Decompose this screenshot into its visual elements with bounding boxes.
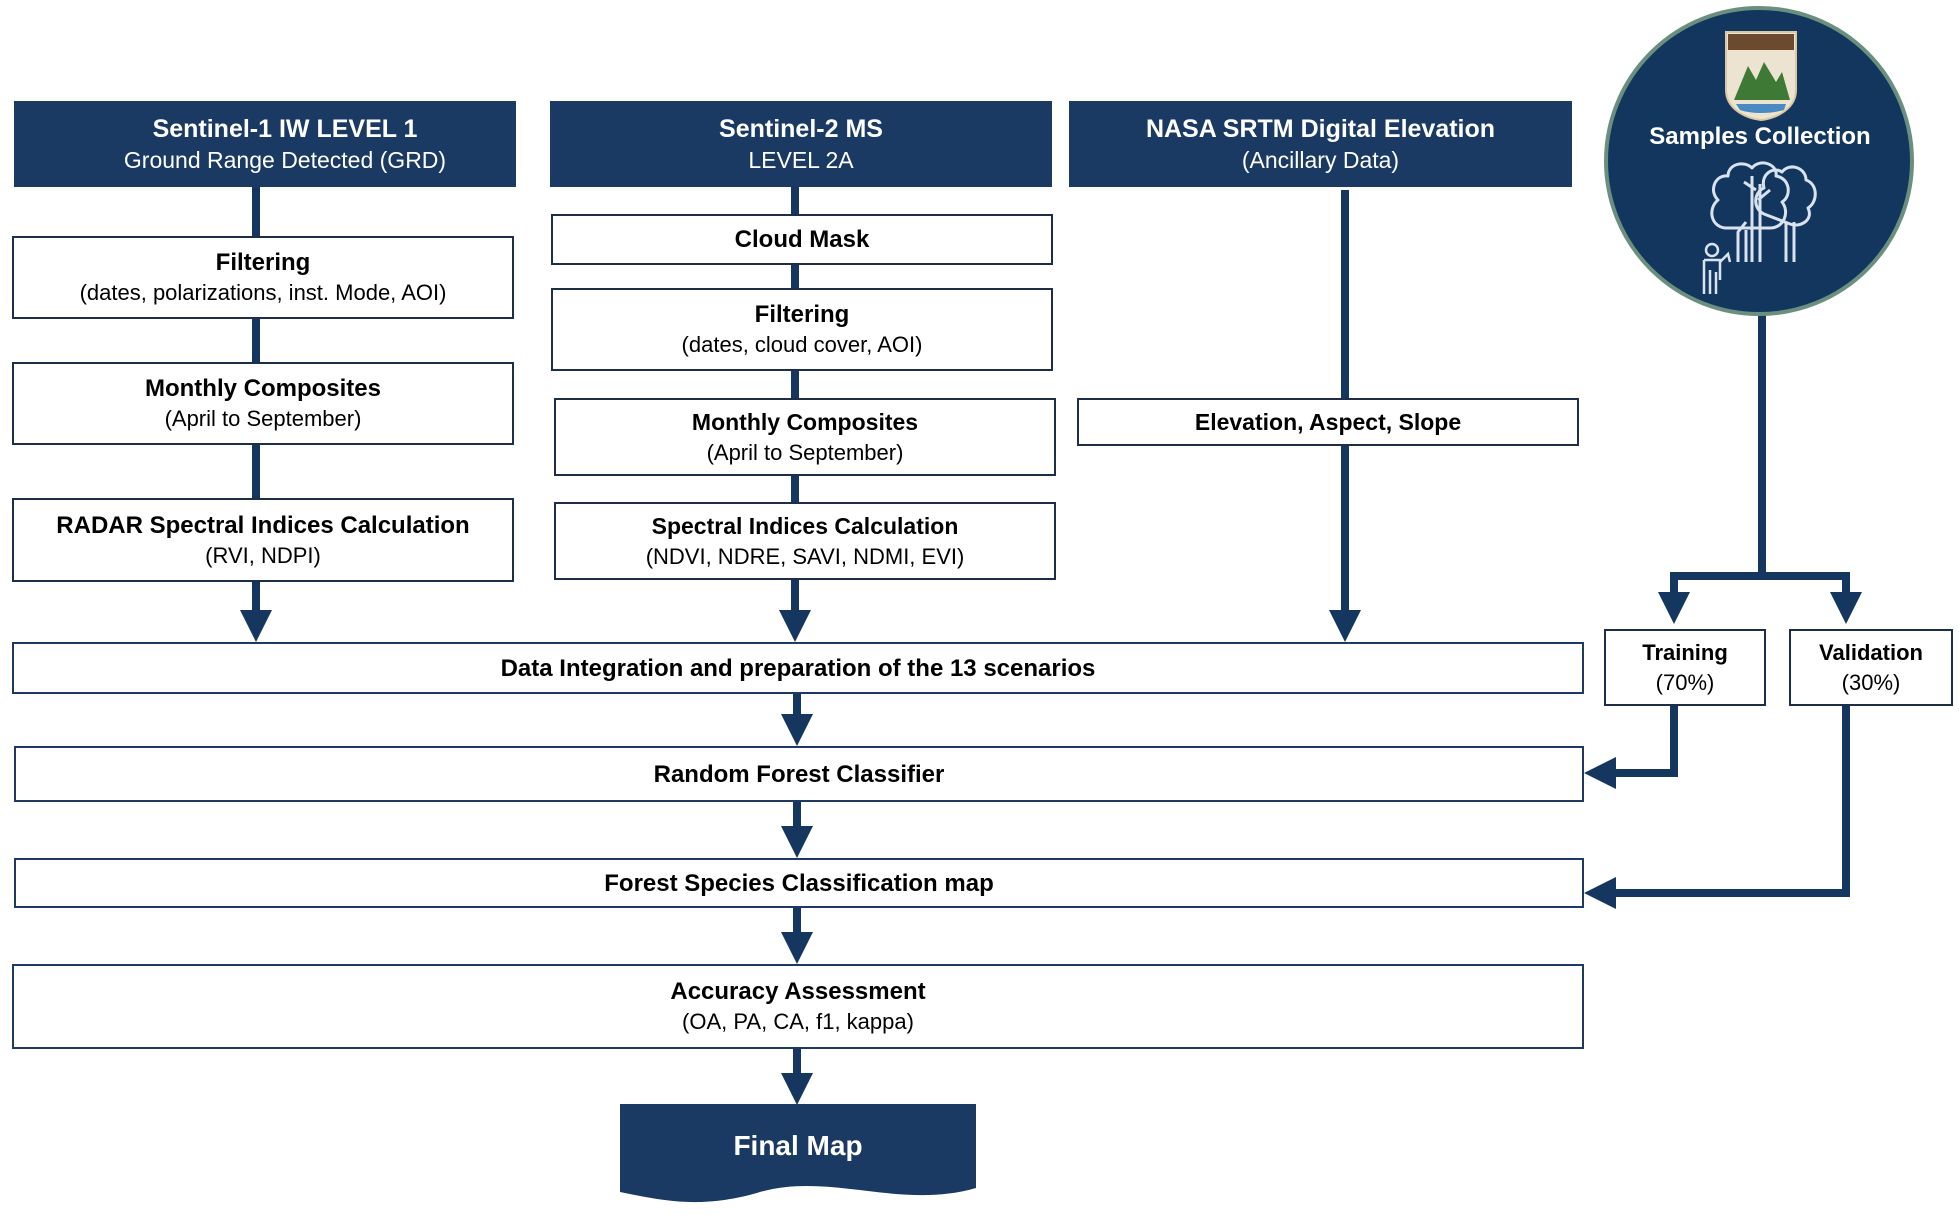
s2-step-composites-title: Monthly Composites bbox=[691, 408, 919, 435]
split-validation-title: Validation bbox=[1819, 640, 1923, 665]
source-sentinel2-subtitle: LEVEL 2A bbox=[748, 146, 854, 173]
trees-icon bbox=[1710, 161, 1817, 262]
arrow-training-classifier bbox=[1584, 706, 1678, 789]
split-validation: Validation (30%) bbox=[1789, 629, 1953, 706]
person-icon bbox=[1702, 242, 1732, 294]
step-accuracy-assessment-detail: (OA, PA, CA, f1, kappa) bbox=[682, 1009, 914, 1034]
s2-step-composites: Monthly Composites (April to September) bbox=[554, 398, 1056, 476]
final-map-shape bbox=[620, 1104, 976, 1203]
step-data-integration-title: Data Integration and preparation of the … bbox=[500, 654, 1096, 682]
s1-step-filtering: Filtering (dates, polarizations, inst. M… bbox=[12, 236, 514, 319]
s2-step-composites-detail: (April to September) bbox=[706, 439, 904, 465]
step-classification-map: Forest Species Classification map bbox=[14, 858, 1584, 908]
split-training-detail: (70%) bbox=[1655, 670, 1715, 695]
samples-collection-label: Samples Collection bbox=[1640, 118, 1880, 154]
department-logo-icon bbox=[1725, 31, 1797, 122]
srtm-step-terrain: Elevation, Aspect, Slope bbox=[1077, 398, 1579, 446]
s1-step-indices-title: RADAR Spectral Indices Calculation bbox=[56, 511, 470, 539]
s2-step-indices: Spectral Indices Calculation (NDVI, NDRE… bbox=[554, 502, 1056, 580]
split-training-title: Training bbox=[1642, 640, 1728, 665]
step-accuracy-assessment: Accuracy Assessment (OA, PA, CA, f1, kap… bbox=[12, 964, 1584, 1049]
source-sentinel2: Sentinel-2 MS LEVEL 2A bbox=[550, 101, 1052, 187]
s1-step-indices-detail: (RVI, NDPI) bbox=[205, 542, 321, 568]
s2-step-indices-title: Spectral Indices Calculation bbox=[651, 512, 959, 539]
source-sentinel2-title: Sentinel-2 MS bbox=[719, 114, 883, 143]
s1-step-composites-title: Monthly Composites bbox=[144, 375, 381, 402]
step-random-forest-title: Random Forest Classifier bbox=[653, 760, 945, 788]
final-map-title: Final Map bbox=[733, 1129, 863, 1161]
source-sentinel1-title: Sentinel-1 IW LEVEL 1 bbox=[152, 114, 418, 143]
arrow-validation-map bbox=[1584, 706, 1850, 909]
s2-step-cloud-mask: Cloud Mask bbox=[551, 214, 1053, 265]
s2-step-filtering: Filtering (dates, cloud cover, AOI) bbox=[551, 288, 1053, 371]
step-random-forest: Random Forest Classifier bbox=[14, 746, 1584, 802]
step-accuracy-assessment-title: Accuracy Assessment bbox=[670, 978, 926, 1005]
step-classification-map-title: Forest Species Classification map bbox=[604, 869, 994, 897]
split-training: Training (70%) bbox=[1604, 629, 1766, 706]
s2-step-filtering-title: Filtering bbox=[754, 301, 850, 328]
final-map-label: Final Map bbox=[620, 1112, 976, 1178]
s2-step-filtering-detail: (dates, cloud cover, AOI) bbox=[681, 332, 923, 357]
source-sentinel1-subtitle: Ground Range Detected (GRD) bbox=[123, 146, 447, 173]
split-validation-detail: (30%) bbox=[1841, 670, 1901, 695]
s1-step-filtering-detail: (dates, polarizations, inst. Mode, AOI) bbox=[79, 280, 447, 305]
s2-step-cloud-mask-title: Cloud Mask bbox=[734, 226, 870, 253]
s2-step-indices-detail: (NDVI, NDRE, SAVI, NDMI, EVI) bbox=[645, 543, 965, 569]
step-data-integration: Data Integration and preparation of the … bbox=[12, 642, 1584, 694]
s1-step-filtering-title: Filtering bbox=[215, 249, 311, 276]
source-srtm-subtitle: (Ancillary Data) bbox=[1241, 146, 1400, 173]
s1-step-composites: Monthly Composites (April to September) bbox=[12, 362, 514, 445]
source-sentinel1: Sentinel-1 IW LEVEL 1 Ground Range Detec… bbox=[14, 101, 516, 187]
source-srtm: NASA SRTM Digital Elevation (Ancillary D… bbox=[1069, 101, 1572, 187]
source-srtm-title: NASA SRTM Digital Elevation bbox=[1145, 114, 1496, 143]
s1-step-indices: RADAR Spectral Indices Calculation (RVI,… bbox=[12, 498, 514, 582]
s1-step-composites-detail: (April to September) bbox=[164, 406, 362, 431]
srtm-step-terrain-title: Elevation, Aspect, Slope bbox=[1194, 408, 1462, 435]
samples-collection-title: Samples Collection bbox=[1649, 122, 1871, 150]
samples-collection-circle bbox=[1604, 6, 1914, 316]
